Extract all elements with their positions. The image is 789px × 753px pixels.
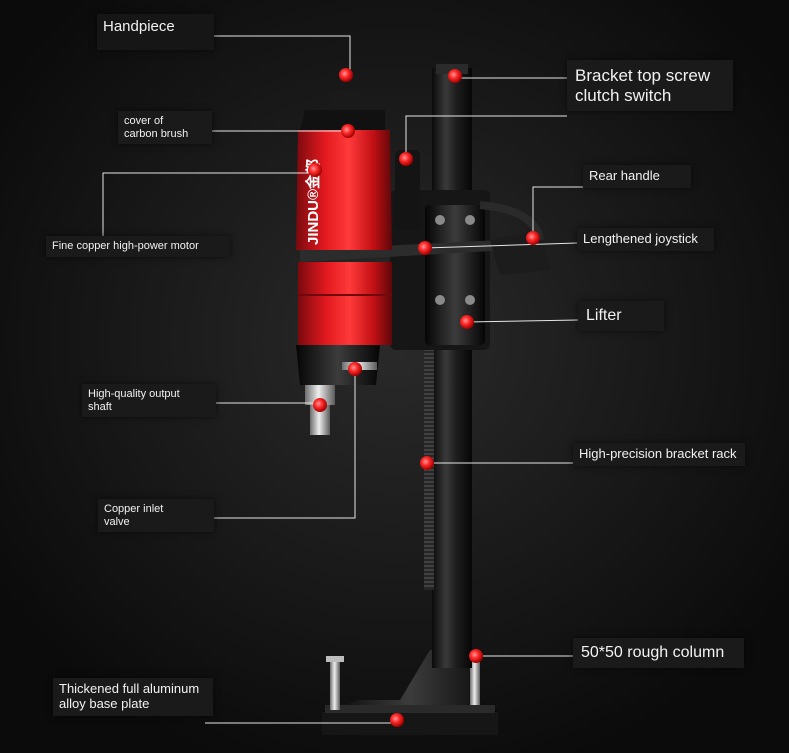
callout-markers bbox=[308, 68, 540, 727]
marker-handpiece bbox=[339, 68, 353, 82]
marker-carbon-brush bbox=[341, 124, 355, 138]
label-bracket-top: Bracket top screw clutch switch bbox=[567, 60, 733, 112]
marker-lifter bbox=[460, 315, 474, 329]
label-carbon-brush: cover of carbon brush bbox=[118, 111, 212, 145]
marker-clutch bbox=[399, 152, 413, 166]
label-bracket-rack: High-precision bracket rack bbox=[573, 443, 745, 466]
label-rear-handle: Rear handle bbox=[583, 165, 691, 188]
marker-output-shaft bbox=[313, 398, 327, 412]
bracket-carriage bbox=[300, 150, 550, 350]
marker-rear-handle bbox=[526, 231, 540, 245]
label-output-shaft: High-quality output shaft bbox=[82, 384, 216, 418]
marker-joystick bbox=[418, 241, 432, 255]
label-handpiece: Handpiece bbox=[97, 14, 214, 50]
marker-motor bbox=[308, 163, 322, 177]
label-column: 50*50 rough column bbox=[573, 638, 744, 669]
label-inlet-valve: Copper inlet valve bbox=[98, 499, 214, 533]
motor-body: JINDU®金都 bbox=[296, 90, 392, 435]
brand-logo: JINDU®金都 bbox=[304, 159, 322, 245]
marker-rack bbox=[420, 456, 434, 470]
marker-inlet-valve bbox=[348, 362, 362, 376]
leader-lines bbox=[102, 35, 583, 724]
label-base-plate: Thickened full aluminum alloy base plate bbox=[53, 678, 213, 716]
marker-bracket-top bbox=[448, 69, 462, 83]
label-motor: Fine copper high-power motor bbox=[46, 236, 230, 257]
label-joystick: Lengthened joystick bbox=[577, 228, 714, 251]
label-lifter: Lifter bbox=[578, 301, 664, 332]
marker-column bbox=[469, 649, 483, 663]
marker-base-plate bbox=[390, 713, 404, 727]
